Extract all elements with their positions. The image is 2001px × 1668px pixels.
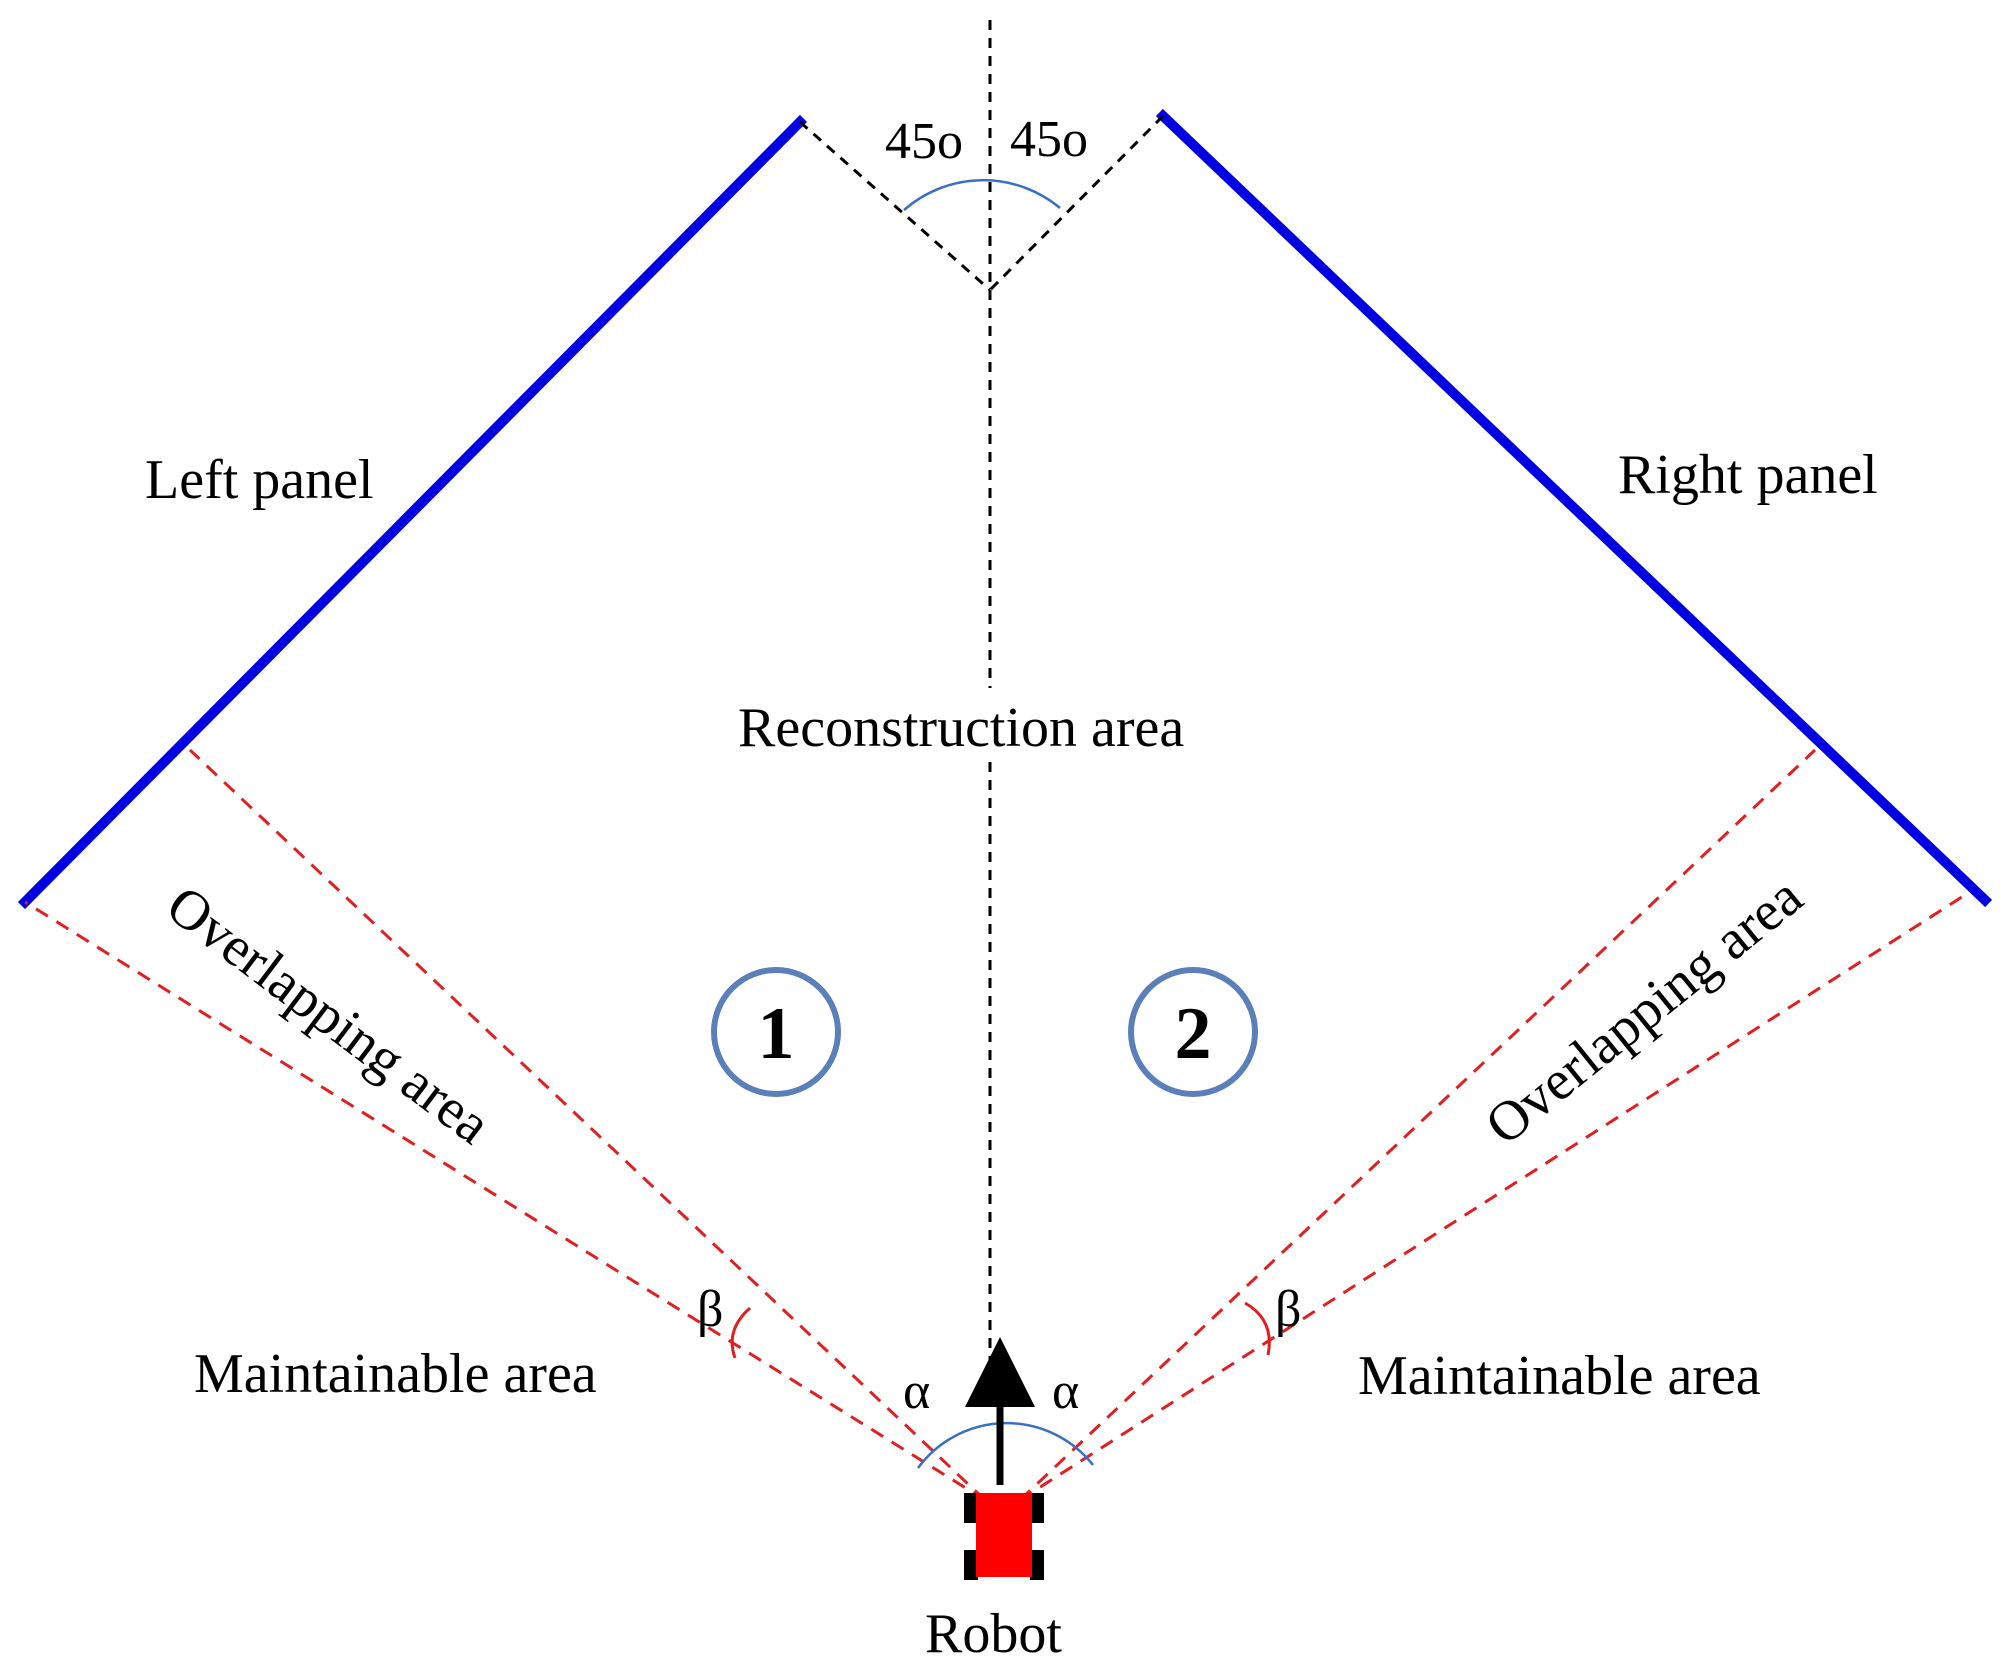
right-45-construction-line bbox=[988, 114, 1165, 292]
beta-left-label: β bbox=[697, 1281, 723, 1338]
beta-right-label: β bbox=[1275, 1281, 1301, 1338]
robot-label: Robot bbox=[925, 1603, 1062, 1665]
right-panel-line bbox=[1155, 108, 1993, 908]
region-2-circle bbox=[1128, 967, 1258, 1097]
left-beta-arc bbox=[730, 1306, 752, 1359]
reconstruction-label-bg bbox=[733, 692, 1233, 760]
left-panel-label: Left panel bbox=[145, 449, 374, 511]
panel-angle-arc bbox=[903, 178, 1061, 211]
maintainable-area-right-label: Maintainable area bbox=[1358, 1345, 1761, 1407]
left-panel-line bbox=[17, 114, 808, 910]
panel-angle-right-label: 45o bbox=[1010, 111, 1088, 168]
right-panel-label: Right panel bbox=[1618, 444, 1878, 506]
maintainable-area-left-label: Maintainable area bbox=[194, 1343, 597, 1405]
alpha-left-label: α bbox=[903, 1363, 930, 1420]
region-1-number: 1 bbox=[758, 993, 795, 1075]
region-1-circle bbox=[711, 967, 841, 1097]
alpha-right-label: α bbox=[1052, 1363, 1079, 1420]
panel-angle-left-label: 45o bbox=[885, 113, 963, 170]
right-outer-fov-line bbox=[1019, 893, 1966, 1502]
alpha-angle-arc bbox=[916, 1421, 1094, 1469]
left-45-construction-line bbox=[799, 120, 991, 292]
right-beta-arc bbox=[1244, 1301, 1271, 1356]
robot-icon bbox=[964, 1493, 1044, 1580]
reconstruction-area-label: Reconstruction area bbox=[738, 697, 1184, 759]
overlapping-area-right-label: Overlapping area bbox=[1474, 865, 1814, 1157]
region-2-number: 2 bbox=[1175, 993, 1212, 1075]
left-outer-fov-line bbox=[24, 900, 986, 1502]
